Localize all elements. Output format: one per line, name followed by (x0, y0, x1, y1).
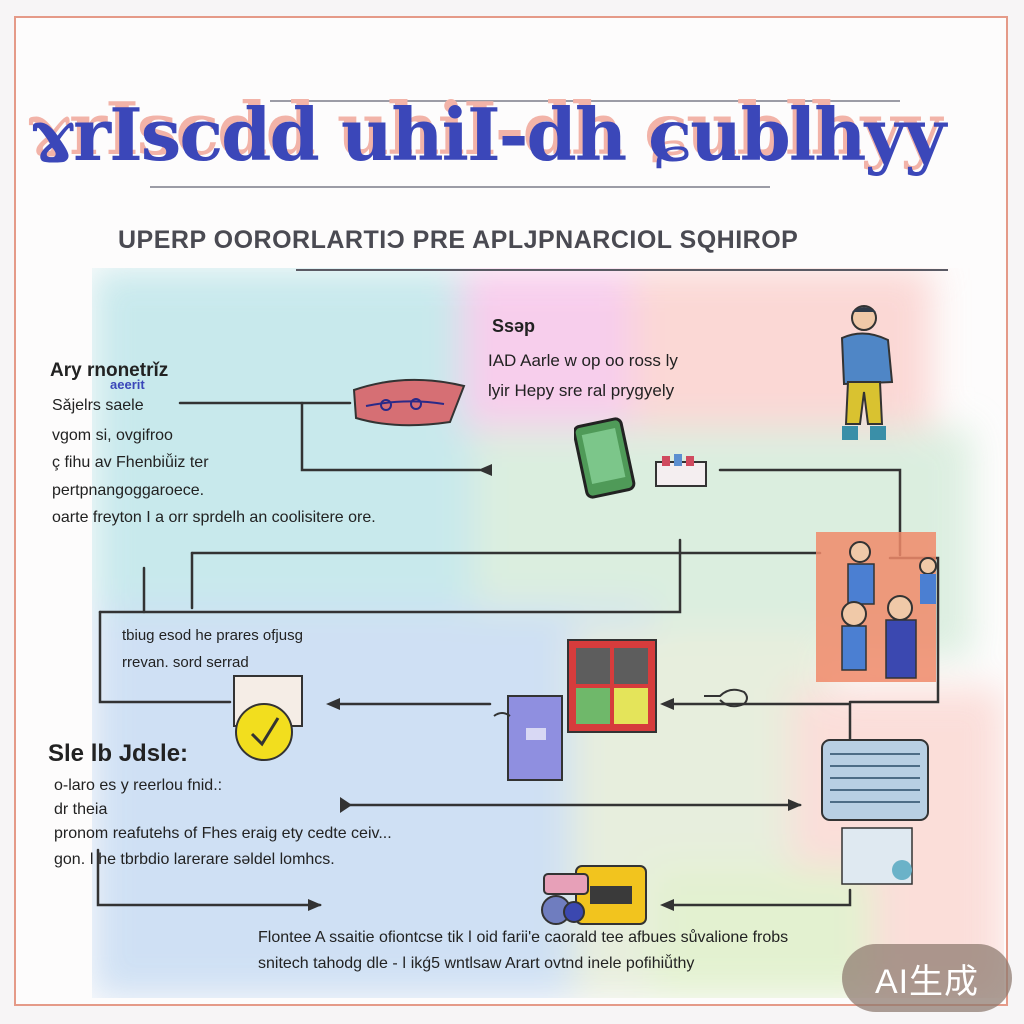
middle-line-2: rrevan. sord serrad (122, 654, 249, 671)
ai-generated-badge: AI生成 (842, 944, 1012, 1012)
jdsle-heading: Sle lb Jdsle: (48, 740, 189, 767)
connector-box (98, 538, 682, 614)
jdsle-line-1: o-laro es y reerlou fnid.: (54, 777, 223, 794)
people-group-icon (816, 532, 937, 682)
page-subtitle: UPERP OORORLARTIϽ PRE APLJPNARCIOL SQHIR… (118, 226, 799, 254)
monetric-line-2: vgom si, ovgifroo (52, 427, 173, 444)
step-heading: Ssǝp (492, 316, 536, 336)
connector-bottom-right (663, 888, 852, 907)
vent-unit-icon (821, 739, 929, 885)
monetric-subheading: aeerit (110, 377, 145, 392)
clipboard-icon (233, 675, 303, 761)
title-rule-top (270, 100, 900, 102)
step-line-2: lyir Hepy sre ral prygyely (488, 381, 675, 400)
monetric-line-3: ç fihu av Fhenbiǚiz ter (52, 454, 209, 471)
phone-icon (574, 417, 636, 499)
pencil-case-icon (352, 378, 466, 427)
monetric-line-1: Sǎjelrs saele (52, 397, 144, 414)
arrowhead (788, 799, 802, 811)
arrowhead (308, 899, 322, 911)
person-icon (840, 305, 894, 440)
toolbox-icon (655, 454, 707, 487)
arrowhead (340, 797, 352, 813)
jdsle-line-2: dr theia (54, 801, 108, 818)
page-title: ɤrIscdd uhiI-dh ɕublhyy (30, 92, 946, 177)
background-wash (92, 268, 1004, 998)
step-line-1: IAD Aarle w op oo ross ly (488, 351, 678, 370)
footer-line-2: snitech tahodg dle - ǀ ikǵ5 wntlsaw Arar… (258, 955, 695, 972)
connector-bottom-left (96, 848, 322, 907)
arrowhead (660, 698, 674, 710)
connector-right-down (718, 468, 902, 557)
arrowhead (478, 464, 492, 476)
footer-line-1: Flontee A ssaitie ofiontcse tik ǀ oid fa… (258, 929, 789, 946)
title-rule-bottom (150, 186, 770, 188)
arrowhead (660, 899, 674, 911)
arrowhead (326, 698, 340, 710)
monetric-line-4: pertpnangoggaroece. (52, 482, 205, 499)
middle-line-1: tbiug esod he prares ofjusg (122, 627, 303, 644)
calendar-grid-icon (567, 639, 657, 733)
jdsle-line-3: pronom reafutehs of Fhes eraig ety cedte… (54, 825, 392, 842)
book-icon (493, 695, 563, 781)
monetric-heading: Ary rnonetrǐz (50, 360, 169, 381)
monetric-line-5: oarte freyton I a orr sprdelh an coolisi… (52, 509, 376, 526)
jdsle-line-4: gon. ǀ he tbrbdio larerare sǝldel lomhcs… (54, 851, 335, 868)
connector-loop-upper (300, 401, 482, 472)
camera-icon (541, 865, 647, 925)
connector-box-left (98, 610, 232, 704)
subtitle-rule (296, 269, 948, 271)
cable-icon (704, 688, 748, 708)
